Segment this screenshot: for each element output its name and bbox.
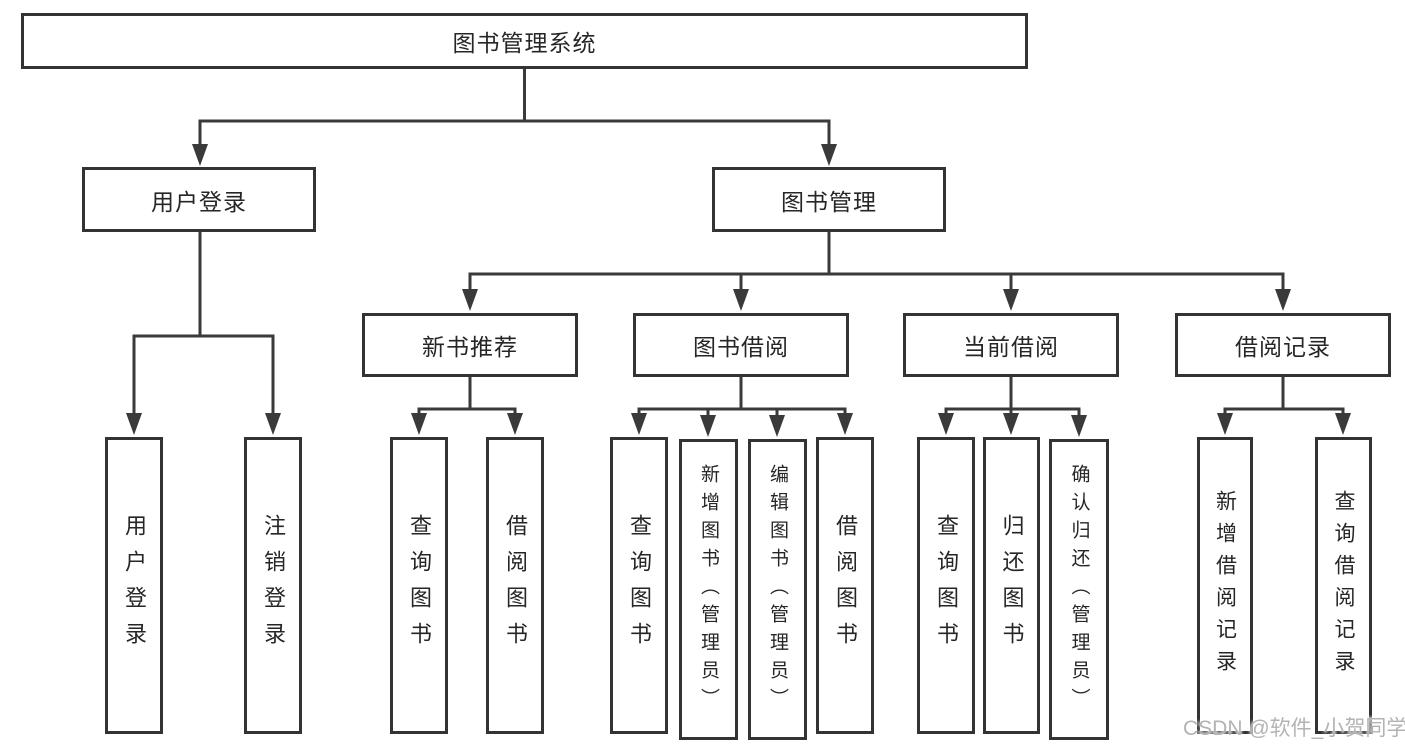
leaf-logout: 注销登录 [244, 437, 302, 734]
branch-lines [132, 69, 1345, 418]
leaf-borrow-books: 借阅图书 [816, 437, 874, 734]
node-book-borrowing: 图书借阅 [633, 313, 849, 377]
leaf-return-books: 归还图书 [983, 437, 1040, 734]
leaf-query-books-current: 查询图书 [917, 437, 975, 734]
leaf-edit-books-admin: 编辑图书（管理员） [748, 439, 807, 740]
leaf-user-login: 用户登录 [105, 437, 163, 734]
csdn-watermark: CSDN @软件_小贺同学 [1183, 717, 1405, 740]
leaf-add-books-admin: 新增图书（管理员） [679, 439, 738, 740]
node-book-management: 图书管理 [712, 167, 946, 232]
leaf-confirm-return-admin: 确认归还（管理员） [1049, 439, 1109, 740]
leaf-add-borrow-record: 新增借阅记录 [1197, 437, 1253, 734]
arrowhead-icons [126, 144, 1351, 437]
leaf-query-books-recommend: 查询图书 [390, 437, 448, 734]
leaf-borrow-books-recommend: 借阅图书 [486, 437, 544, 734]
node-library-management-system: 图书管理系统 [21, 13, 1028, 69]
node-new-book-recommendation: 新书推荐 [362, 313, 578, 377]
node-user-login: 用户登录 [82, 167, 316, 232]
leaf-query-books-borrowing: 查询图书 [610, 437, 668, 734]
node-borrowing-records: 借阅记录 [1175, 313, 1391, 377]
leaf-query-borrow-record: 查询借阅记录 [1315, 437, 1372, 734]
node-current-borrowing: 当前借阅 [903, 313, 1119, 377]
